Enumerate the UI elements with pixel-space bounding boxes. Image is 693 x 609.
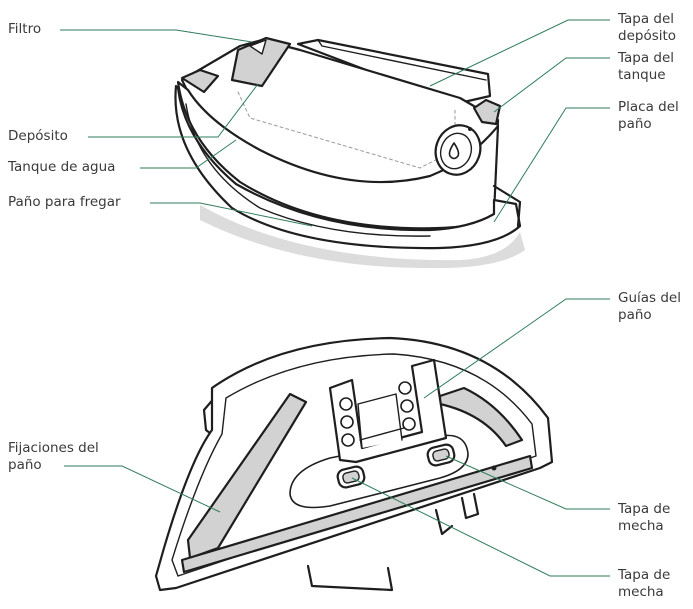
label-pano-fregar: Paño para fregar <box>8 194 121 211</box>
label-guias-pano-line2: paño <box>618 307 652 323</box>
label-guias-pano: Guías del paño <box>618 290 681 324</box>
leader-fijaciones <box>64 465 221 513</box>
label-guias-pano-line1: Guías del <box>618 290 681 306</box>
mop-plate-edge <box>492 184 522 228</box>
label-tapa-deposito-line2: depósito <box>618 28 677 44</box>
label-tapa-mecha-2: Tapa de mecha <box>618 567 670 601</box>
label-tapa-mecha-1: Tapa de mecha <box>618 501 670 535</box>
water-tank-face <box>176 80 500 230</box>
tank-cap-shape <box>472 98 502 126</box>
leader-guias <box>423 298 610 399</box>
bottom-unit <box>154 336 554 592</box>
leader-filtro <box>60 29 253 43</box>
label-deposito: Depósito <box>8 128 68 145</box>
label-tapa-mecha-2-line1: Tapa de <box>618 567 671 583</box>
leader-pano-fregar <box>150 202 313 227</box>
leader-mecha-1 <box>445 455 610 510</box>
label-tapa-deposito: Tapa del depósito <box>618 11 676 45</box>
label-tapa-tanque: Tapa del tanque <box>618 50 674 84</box>
leader-lines <box>60 19 610 577</box>
label-tapa-mecha-2-line2: mecha <box>618 584 664 600</box>
label-placa-pano: Placa del paño <box>618 99 679 133</box>
leader-tanque <box>140 139 237 169</box>
label-tapa-mecha-1-line1: Tapa de <box>618 501 671 517</box>
leader-tapa-tanque <box>493 57 610 113</box>
pad-guides-plate <box>328 358 448 464</box>
label-fijaciones-pano-line2: paño <box>8 457 42 473</box>
label-tapa-deposito-line1: Tapa del <box>618 11 675 27</box>
top-unit <box>174 36 525 269</box>
label-filtro: Filtro <box>8 21 41 38</box>
pad-fixing-strip-bottom <box>180 454 534 574</box>
leader-deposito <box>88 83 259 138</box>
label-fijaciones-pano: Fijaciones del paño <box>8 440 99 474</box>
label-tanque-agua-text: Tanque de agua <box>8 159 116 175</box>
label-tapa-mecha-1-line2: mecha <box>618 518 664 534</box>
leader-placa-pano <box>493 107 610 223</box>
label-filtro-text: Filtro <box>8 21 42 37</box>
leader-mecha-2 <box>351 477 610 577</box>
label-deposito-text: Depósito <box>8 128 68 144</box>
water-drop-icon <box>448 142 460 160</box>
leader-tapa-deposito <box>429 19 610 87</box>
label-tapa-tanque-line1: Tapa del <box>618 50 675 66</box>
label-tanque-agua: Tanque de agua <box>8 159 115 176</box>
label-pano-fregar-text: Paño para fregar <box>8 194 121 210</box>
label-fijaciones-pano-line1: Fijaciones del <box>8 440 99 456</box>
top-unit-shadow <box>200 205 525 269</box>
label-tapa-tanque-line2: tanque <box>618 67 666 83</box>
pad-fixing-strip-right <box>438 386 524 448</box>
filter-block <box>230 36 292 88</box>
label-placa-pano-line2: paño <box>618 116 652 132</box>
label-placa-pano-line1: Placa del <box>618 99 679 115</box>
